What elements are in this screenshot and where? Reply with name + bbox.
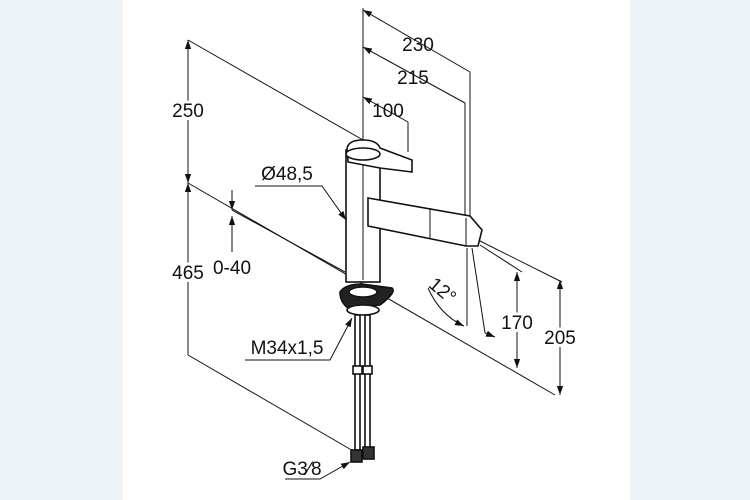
dim-connection: G3⁄8 [282,459,321,480]
leader-lines [245,185,353,480]
dim-465: 465 [172,263,204,284]
dim-0-40: 0-40 [213,258,251,279]
dim-205: 205 [544,328,576,349]
dim-215: 215 [397,68,429,89]
dim-diameter: Ø48,5 [261,164,313,185]
dim-thread: M34x1,5 [251,338,324,359]
dim-250: 250 [172,101,204,122]
dim-100: 100 [372,101,404,122]
faucet-body [339,139,483,463]
dim-170: 170 [501,313,533,334]
dim-angle: 12° [424,274,460,309]
dimension-lines [184,9,564,395]
dim-230: 230 [402,35,434,56]
